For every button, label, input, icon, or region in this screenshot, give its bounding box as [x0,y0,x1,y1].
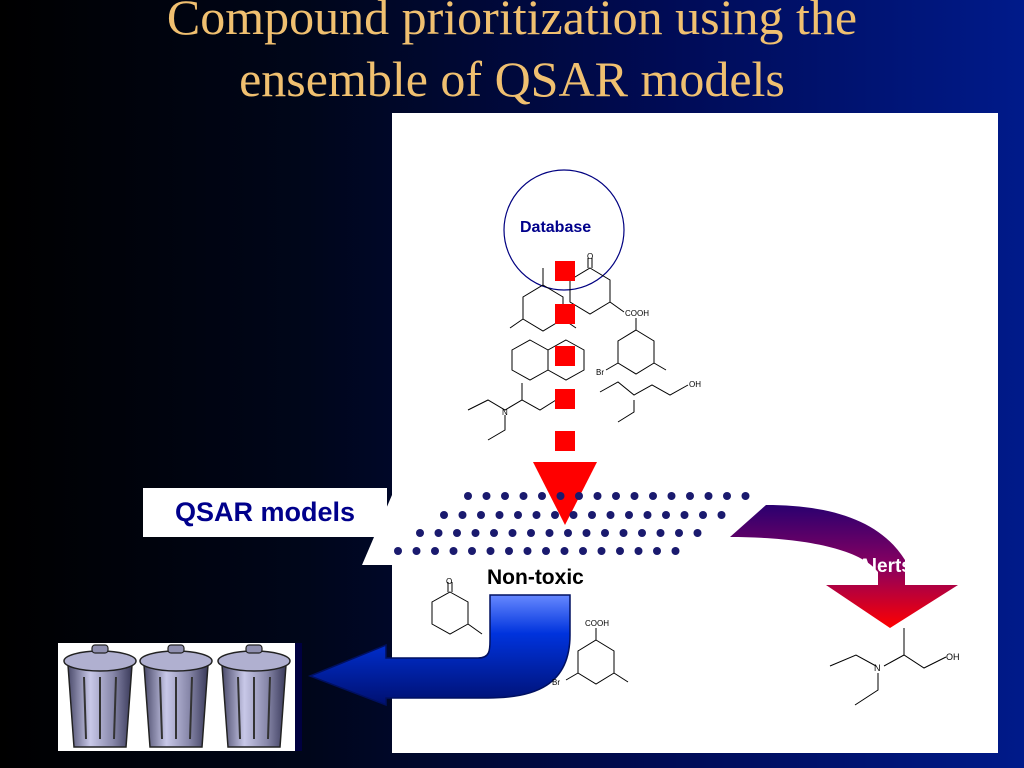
qsar-dot [569,511,578,519]
qsar-dot [612,492,620,500]
molecule-labels-top: O COOH Br N OH [502,252,701,417]
svg-text:O: O [587,252,593,261]
qsar-dot [464,492,472,500]
qsar-dot [482,492,491,500]
database-circle-icon [503,169,625,291]
qsar-dot [545,529,554,537]
qsar-dot [538,492,546,500]
alert-molecule [829,628,947,706]
qsar-dot [686,492,694,500]
svg-text:OH: OH [689,380,701,389]
trash-area-edge [295,643,302,751]
qsar-dot [638,529,646,537]
qsar-dot [675,529,683,537]
nontoxic-label: Non-toxic [487,566,584,589]
svg-text:Br: Br [552,678,560,687]
qsar-dot [575,492,583,500]
qsar-dot [653,547,661,555]
slide-title: Compound prioritization using the ensemb… [0,0,1024,110]
trash-can-icon [63,644,137,748]
qsar-dot [508,529,517,537]
qsar-dot [680,511,689,519]
qsar-dot [431,547,439,555]
qsar-dot [449,547,458,555]
qsar-dot [453,529,461,537]
svg-text:O: O [446,577,452,586]
qsar-dot [671,547,680,555]
qsar-dot [699,511,707,519]
molecule-labels-bottom: O COOH Br [446,577,609,687]
qsar-dot [477,511,485,519]
qsar-dot [416,529,424,537]
qsar-dot [625,511,633,519]
qsar-dot [505,547,513,555]
qsar-dot [532,511,541,519]
qsar-dot [501,492,509,500]
alerts-arrow [730,505,958,628]
qsar-dot [394,547,402,555]
svg-text:Br: Br [596,368,604,377]
qsar-dot [440,511,448,519]
qsar-dot [556,492,565,500]
qsar-dot [490,529,498,537]
qsar-dot [656,529,665,537]
qsar-dot [579,547,587,555]
qsar-dot [527,529,535,537]
qsar-dot [471,529,480,537]
qsar-dot [601,529,609,537]
database-label: Database [520,219,592,236]
qsar-dot [634,547,643,555]
svg-text:OH: OH [946,652,960,662]
qsar-dot [588,511,596,519]
nontoxic-arrow [307,594,571,707]
qsar-dot [519,492,528,500]
svg-text:N: N [874,663,881,673]
qsar-dot [597,547,606,555]
qsar-models-label: QSAR models [143,488,387,537]
alert-molecule-labels: N OH [874,652,960,673]
qsar-dot [495,511,504,519]
qsar-dot [693,529,702,537]
qsar-dot [667,492,676,500]
qsar-dot-pattern [394,492,750,555]
qsar-dot [649,492,657,500]
title-line-2: ensemble of QSAR models [239,51,785,107]
qsar-dot [643,511,652,519]
qsar-dot [560,547,569,555]
qsar-dot [619,529,628,537]
qsar-dot [468,547,476,555]
qsar-dot [662,511,670,519]
qsar-dot [723,492,731,500]
qsar-dot [523,547,532,555]
molecule-structures-top [467,258,689,441]
qsar-dot [630,492,639,500]
trash-can-icon [217,644,291,748]
molecule-structures-bottom [431,582,629,685]
dashed-red-arrow [533,261,597,525]
title-line-1: Compound prioritization using the [166,0,858,45]
qsar-dot [486,547,495,555]
qsar-dot [704,492,713,500]
qsar-dot [606,511,615,519]
qsar-dot [434,529,443,537]
alerts-label: Alerts [858,556,912,577]
qsar-dot [717,511,726,519]
qsar-dot [458,511,467,519]
qsar-dot [741,492,750,500]
qsar-dot [542,547,550,555]
qsar-dot [616,547,624,555]
qsar-dot [412,547,421,555]
trash-can-icon [139,644,213,748]
svg-text:COOH: COOH [585,619,609,628]
qsar-dot [551,511,559,519]
qsar-dot [593,492,602,500]
qsar-dot [582,529,591,537]
qsar-dot [514,511,522,519]
svg-text:N: N [502,408,508,417]
qsar-dot [564,529,572,537]
svg-text:COOH: COOH [625,309,649,318]
